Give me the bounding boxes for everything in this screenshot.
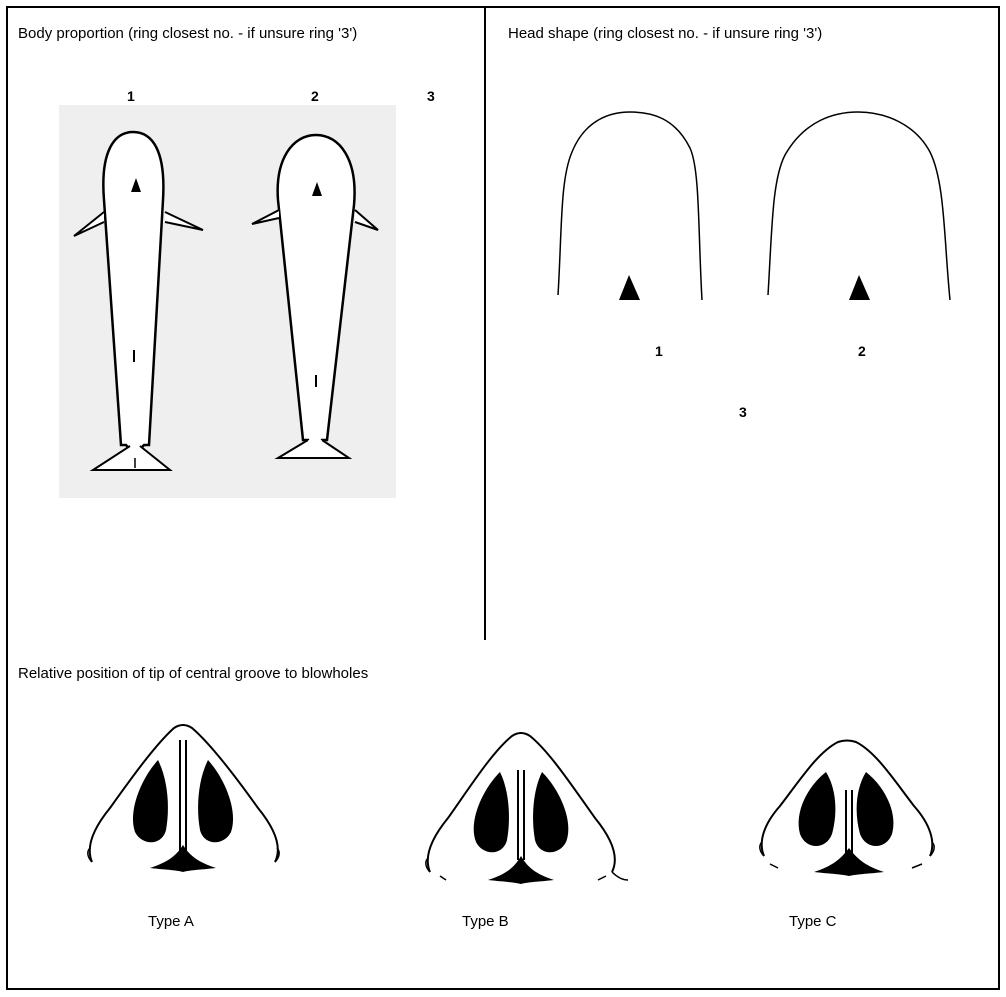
type-a-label[interactable]: Type A	[148, 913, 194, 930]
type-c-label[interactable]: Type C	[789, 913, 837, 930]
type-b-label[interactable]: Type B	[462, 913, 509, 930]
